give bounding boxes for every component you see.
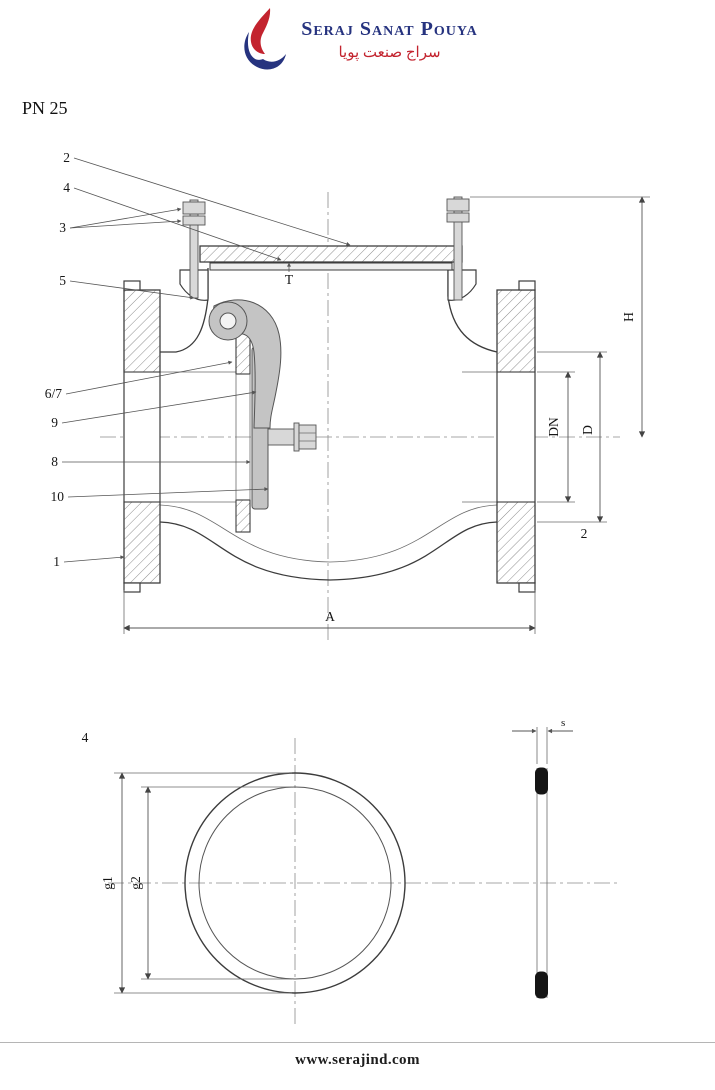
footer-website: www.serajind.com (295, 1052, 420, 1068)
valve-body-bottom (159, 521, 498, 581)
gasket-item-label: 4 (82, 730, 89, 745)
gasket-detail-view: 4 g1 g2 s (82, 717, 618, 1028)
dim-ext-g2 (141, 786, 292, 980)
valve-technical-drawing: 2 4 3 5 6/7 9 8 10 1 T H DN D (45, 150, 650, 1028)
dim-ext-D (537, 351, 607, 523)
disc-stem (267, 428, 297, 446)
part-label-1: 1 (53, 554, 60, 569)
dim-ext-s (536, 727, 548, 764)
part-leaders (61, 157, 351, 563)
disc-nut (298, 424, 317, 450)
gasket-inner-circle (198, 786, 392, 980)
footer-divider (0, 1042, 715, 1043)
gasket-side-view (535, 767, 548, 999)
gasket-outer-circle (184, 772, 406, 994)
part-label-8: 8 (51, 454, 58, 469)
seat-ring (235, 329, 251, 533)
dim-label-H: H (621, 312, 636, 322)
dim-label-D: D (580, 425, 595, 435)
company-name: Seraj Sanat Pouya (301, 18, 478, 40)
valve-bore-bottom (159, 504, 498, 563)
disc-washer (293, 422, 300, 452)
hinge-boss (208, 301, 248, 341)
part-label-4: 4 (63, 180, 70, 195)
left-flange (123, 280, 161, 593)
dim-label-A: A (325, 609, 335, 624)
header: Seraj Sanat Pouya سراج صنعت پویا (0, 6, 715, 74)
dim-label-2: 2 (581, 526, 588, 541)
valve-section-view: 2 4 3 5 6/7 9 8 10 1 T H DN D (45, 150, 650, 640)
dim-label-T: T (285, 272, 294, 287)
bonnet-cover (199, 245, 463, 263)
part-label-3: 3 (59, 220, 66, 235)
pressure-rating-label: PN 25 (22, 98, 68, 118)
part-label-2: 2 (63, 150, 70, 165)
cover-gasket (209, 262, 453, 271)
dim-label-DN: DN (546, 417, 561, 437)
part-label-6-7: 6/7 (45, 386, 63, 401)
cover-bolt-left (182, 199, 206, 299)
company-name-farsi: سراج صنعت پویا (338, 45, 441, 61)
dim-label-g1: g1 (100, 876, 115, 890)
logo-flame-icon (244, 8, 287, 70)
part-label-5: 5 (59, 273, 66, 288)
dim-ext-g1 (114, 772, 292, 994)
part-label-10: 10 (51, 489, 65, 504)
right-flange (496, 280, 536, 593)
cover-bolt-right (446, 196, 470, 301)
part-label-9: 9 (51, 415, 58, 430)
dim-label-g2: g2 (128, 876, 143, 890)
dim-label-s: s (561, 717, 565, 729)
brand-block: Seraj Sanat Pouya سراج صنعت پویا (301, 18, 478, 62)
